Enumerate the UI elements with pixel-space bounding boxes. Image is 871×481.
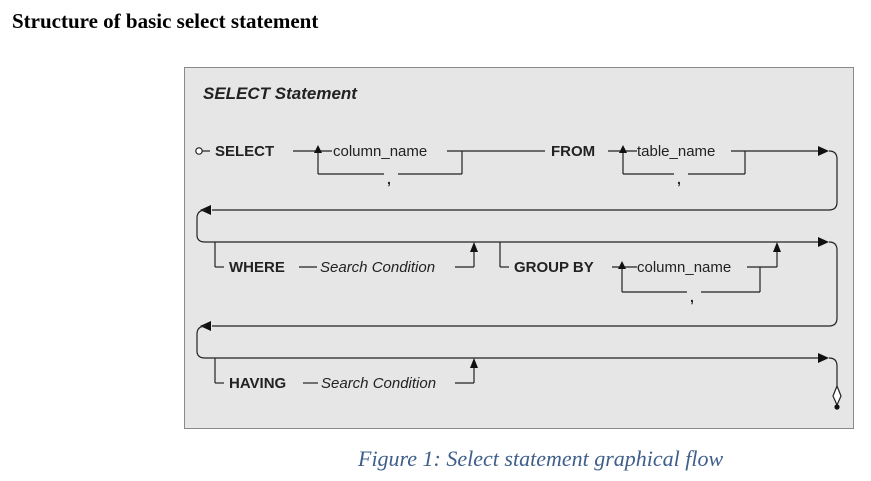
having-search-condition: Search Condition (321, 375, 436, 392)
where-search-condition: Search Condition (320, 259, 435, 276)
start-circle-icon (195, 147, 203, 155)
syntax-diagram-panel (184, 67, 854, 429)
keyword-select: SELECT (215, 143, 274, 160)
arrow-right-icon (818, 237, 829, 247)
end-diamond-icon (832, 384, 842, 407)
keyword-having: HAVING (229, 375, 286, 392)
loop-arrow-icon (314, 145, 322, 153)
keyword-from: FROM (551, 143, 595, 160)
keyword-group-by: GROUP BY (514, 259, 594, 276)
comma-separator: , (677, 171, 681, 187)
figure-caption: Figure 1: Select statement graphical flo… (358, 446, 724, 471)
comma-separator: , (387, 171, 391, 187)
group-by-column-name: column_name (637, 259, 731, 276)
page-heading: Structure of basic select statement (12, 9, 319, 33)
arrow-right-icon (818, 146, 829, 156)
keyword-where: WHERE (229, 259, 285, 276)
diagram-title: SELECT Statement (203, 84, 358, 103)
arrow-up-icon (773, 242, 781, 252)
arrow-right-icon (818, 353, 829, 363)
identifier-table-name: table_name (637, 143, 715, 160)
end-dot-icon (834, 404, 840, 410)
comma-separator: , (690, 289, 694, 305)
loop-arrow-icon (619, 145, 627, 153)
identifier-column-name: column_name (333, 143, 427, 160)
loop-arrow-icon (618, 261, 626, 269)
arrow-up-icon (470, 242, 478, 252)
arrow-up-icon (470, 358, 478, 368)
